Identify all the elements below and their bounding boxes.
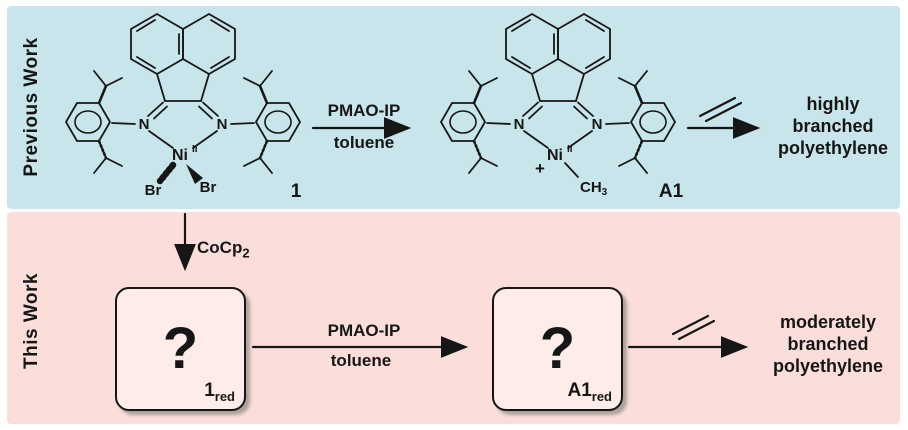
positive-charge: + (535, 159, 545, 178)
complex-1-label: 1 (291, 181, 302, 202)
label-a1red: A1red (567, 380, 612, 404)
previous-work-panel (7, 6, 900, 209)
complex-1-structure: N N Ni II Br Br 1 (64, 12, 302, 202)
n-left-atom: N (139, 116, 150, 133)
n-left-atom: N (514, 116, 525, 133)
label-1red: 1red (204, 380, 235, 404)
bromide-right: Br (200, 179, 217, 196)
n-right-atom: N (592, 116, 603, 133)
nickel-oxidation-state: II (567, 144, 573, 155)
complex-a1-structure: N N Ni II + CH3 A1 (439, 12, 684, 202)
solvent-toluene-bottom: toluene (330, 351, 392, 370)
this-work-label: This Work (21, 273, 42, 369)
n-right-atom: N (217, 116, 228, 133)
complex-a1-label: A1 (659, 181, 684, 202)
methyl-group: CH3 (580, 179, 608, 198)
nickel-atom: Ni (547, 147, 563, 164)
nickel-oxidation-state: II (192, 144, 198, 155)
nickel-atom: Ni (172, 147, 188, 164)
reagent-pmao-top: PMAO-IP (327, 101, 401, 120)
solvent-toluene-top: toluene (333, 133, 395, 152)
question-mark: ? (539, 316, 576, 381)
unknown-complex-1red-box: ? 1red (115, 287, 246, 411)
previous-work-label: Previous Work (21, 37, 42, 177)
unknown-complex-a1red-box: ? A1red (492, 287, 623, 411)
product-moderately-branched: moderately branched polyethylene (772, 312, 884, 376)
question-mark: ? (162, 316, 199, 381)
reductant-cocp2: CoCp2 (197, 238, 250, 261)
bromide-left: Br (145, 182, 162, 199)
product-highly-branched: highly branched polyethylene (777, 94, 889, 158)
reagent-pmao-bottom: PMAO-IP (327, 321, 401, 340)
